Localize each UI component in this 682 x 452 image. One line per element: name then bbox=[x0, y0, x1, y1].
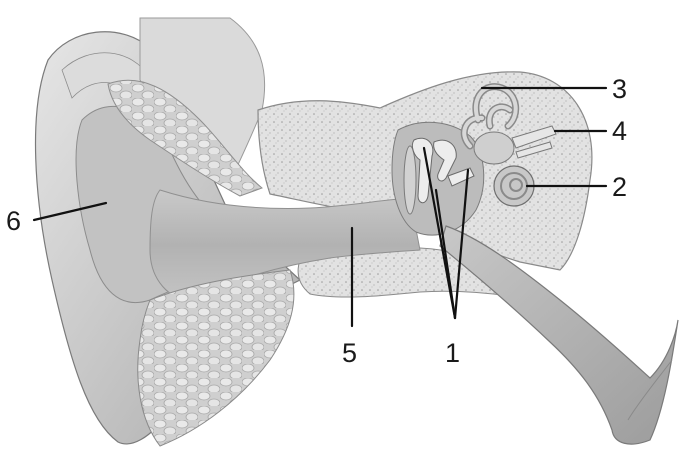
eardrum bbox=[404, 146, 416, 214]
lower-tissue bbox=[138, 270, 294, 446]
label-1-ossicles: 1 bbox=[445, 338, 460, 368]
label-4-auditory-nerve: 4 bbox=[612, 116, 627, 146]
label-6-pinna: 6 bbox=[6, 206, 21, 236]
vestibule bbox=[474, 132, 514, 164]
label-2-cochlea: 2 bbox=[612, 172, 627, 202]
label-5-ear-canal: 5 bbox=[342, 338, 357, 368]
label-3-semicircular-canals: 3 bbox=[612, 74, 627, 104]
